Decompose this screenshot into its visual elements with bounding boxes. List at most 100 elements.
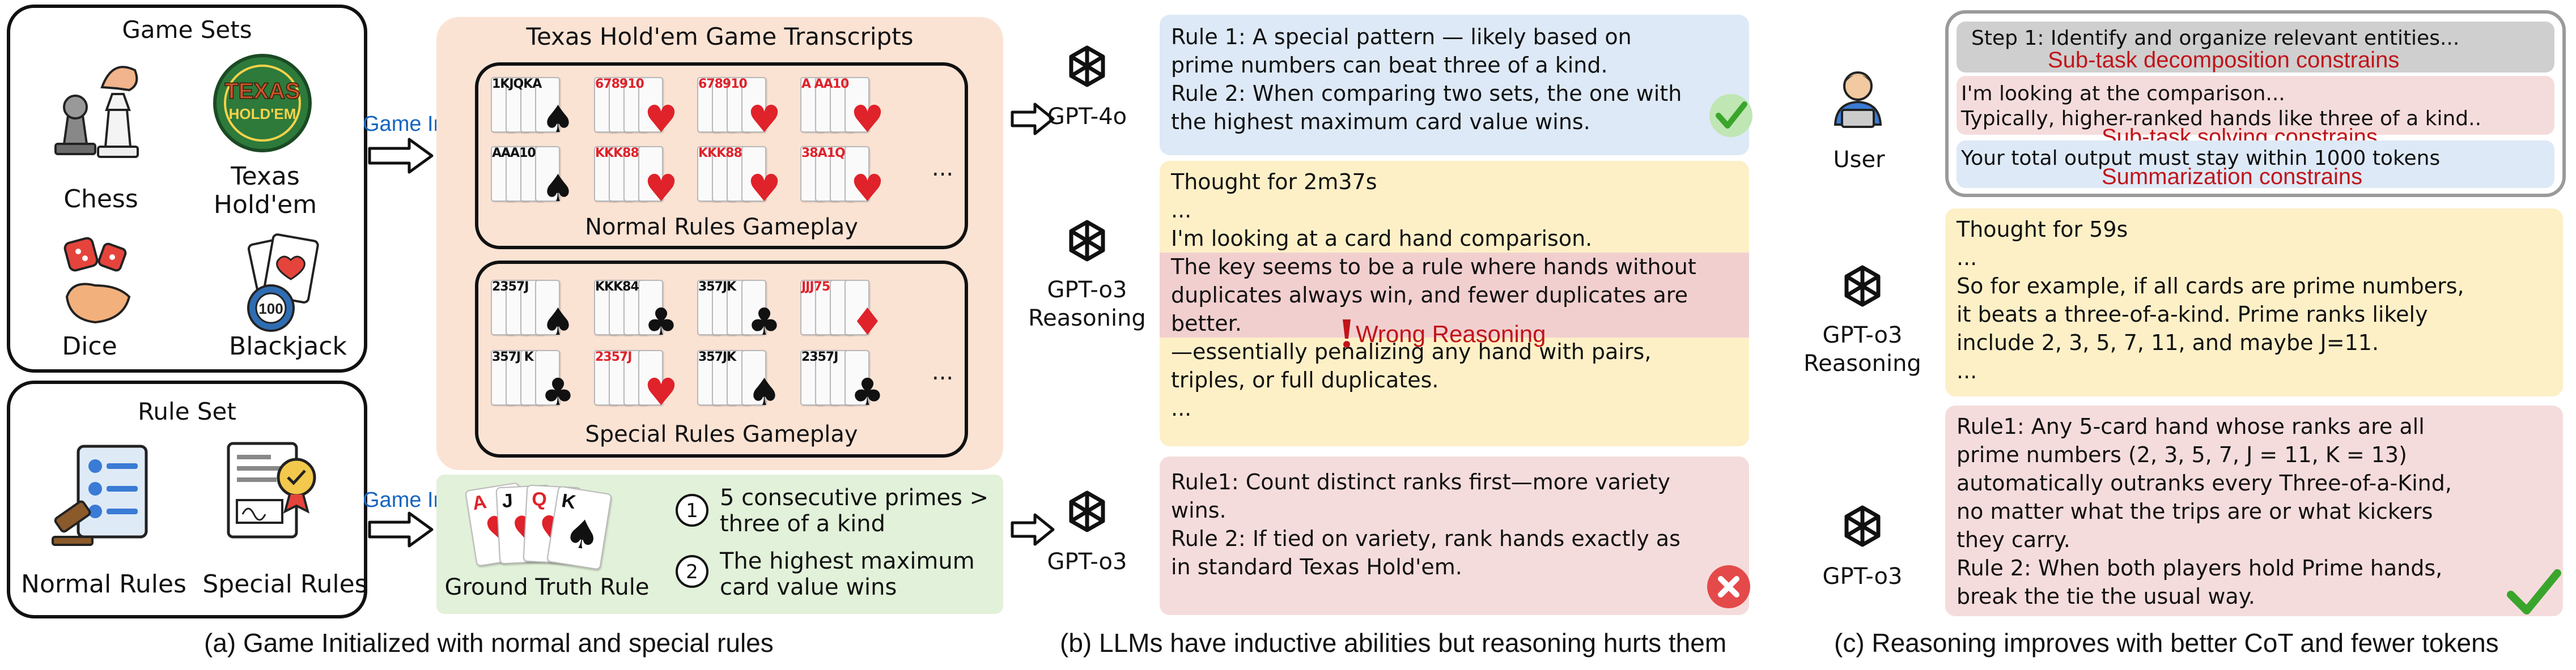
caption-c: (c) Reasoning improves with better CoT a… [1834, 628, 2499, 658]
card-hand-ranks: 357JK [698, 280, 736, 294]
gpt4o-line-2: prime numbers can beat three of a kind. [1171, 53, 1608, 78]
special-hands-row-2: 357J K♣2357J♥357JK♠2357J♣ [491, 350, 885, 414]
card-hand: 357JK♣ [697, 280, 782, 341]
game-init-arrow-bottom [368, 511, 434, 548]
suit-icon: ♠ [541, 300, 575, 344]
exclamation-icon [1343, 319, 1351, 348]
card-hand-ranks: JJJ75 [801, 280, 830, 294]
playing-card [741, 77, 766, 133]
chess-icon [54, 66, 139, 158]
card-hand: 2357J♥ [594, 350, 679, 414]
arrow-to-gpt4o [1011, 103, 1055, 135]
c-o3-answer-box: Rule1: Any 5-card hand whose ranks are a… [1945, 406, 2563, 616]
card-hand-ranks: 38A1Q [801, 146, 846, 160]
wrong-reasoning-label: Wrong Reasoning [1356, 321, 1546, 347]
suit-icon: ♠ [561, 509, 604, 561]
playing-card [638, 77, 663, 133]
playing-card [844, 146, 869, 202]
o3-reasoning-answer-box: Thought for 2m37s ... I'm looking at a c… [1160, 161, 1749, 446]
card-hand: 678910 ♥ [697, 77, 782, 141]
solving-block [1957, 76, 2554, 135]
ground-truth-rule-2: The highest maximum card value wins [720, 548, 975, 600]
token-limit-text: Your total output must stay within 1000 … [1961, 147, 2441, 170]
card-hand-ranks: AAA10 [492, 146, 536, 160]
think-line-1: I'm looking at the comparison... [1961, 82, 2285, 105]
logo-text-bottom: HOLD'EM [229, 105, 296, 122]
special-rules-caption: Special Rules Gameplay [585, 421, 858, 447]
o3-line-4: in standard Texas Hold'em. [1171, 554, 1462, 579]
logo-text-top: TEXAS [224, 79, 300, 104]
game-label-dice: Dice [62, 332, 117, 361]
o3r-line-3: I'm looking at a card hand comparison. [1171, 226, 1593, 251]
playing-card [535, 146, 560, 202]
c-o3-line-7: break the tie the usual way. [1957, 584, 2255, 609]
game-init-arrow-top [368, 138, 434, 174]
playing-card [844, 350, 869, 406]
correct-checkmark-icon [2507, 569, 2561, 614]
user-avatar-icon [1834, 71, 1882, 128]
playing-card [741, 146, 766, 202]
c-o3-line-2: prime numbers (2, 3, 5, 7, J = 11, K = 1… [1957, 442, 2407, 467]
o3r-line-1: Thought for 2m37s [1171, 169, 1377, 194]
suit-icon: ♠ [541, 97, 575, 141]
suit-icon: ♠ [541, 167, 575, 210]
suit-icon: ♥ [644, 370, 678, 414]
normal-rules-icon [52, 445, 148, 546]
openai-logo-icon [1844, 265, 1881, 307]
game-sets-title: Game Sets [122, 16, 252, 44]
c-o3r-line-5: include 2, 3, 5, 7, 11, and maybe J=11. [1957, 330, 2379, 355]
rule-number-2: 2 [686, 561, 698, 583]
transcripts-panel: Texas Hold'em Game Transcripts 1KJQKA ♠ 67… [436, 17, 1003, 470]
card-hand-ranks: 678910 [698, 77, 748, 91]
playing-card [535, 77, 560, 133]
card-hand-ranks: KKK84 [595, 280, 639, 294]
wrong-cross-icon [1707, 565, 1750, 608]
card-hand: 38A1Q♥ [800, 146, 885, 207]
ground-truth-rule-1-line-1: 5 consecutive primes > [720, 485, 989, 511]
card-hand-ranks: 2357J [492, 280, 529, 294]
c-model-label-gpt-o3: GPT-o3 [1822, 564, 1903, 590]
decomposition-block [1957, 22, 2554, 72]
normal-hands-row-1: 1KJQKA ♠ 678910 ♥678910 ♥ A AA10♥ [491, 77, 885, 141]
o3-answer-box: Rule1: Count distinct ranks first—more v… [1160, 456, 1749, 615]
suit-icon: ♦ [850, 300, 884, 344]
special-ellipsis: ... [932, 359, 954, 385]
card-hand-ranks: 1KJQKA [492, 77, 542, 91]
ground-truth-rule-2-line-1: The highest maximum [720, 548, 975, 574]
constraints-prompt-panel: Step 1: Identify and organize relevant e… [1945, 10, 2566, 197]
caption-b: (b) LLMs have inductive abilities but re… [1060, 628, 1727, 658]
card-hand-ranks: 357J K [492, 350, 534, 364]
model-label-gpt4o: GPT-4o [1047, 104, 1127, 130]
o3r-line-6: better. [1171, 311, 1242, 336]
game-sets-panel: Game Sets TEXAS HOLD'EM Chess Texas Hold… [7, 5, 367, 373]
card-hand-ranks: KKK88 [698, 146, 742, 160]
c-model-label-o3-reasoning-2: Reasoning [1803, 351, 1921, 377]
suit-icon: ♥ [747, 97, 781, 141]
suit-icon: ♥ [644, 167, 678, 210]
card-hand: 1KJQKA ♠ [491, 77, 576, 141]
card-hand: JJJ75 ♦ [800, 280, 885, 344]
correct-check-icon [1709, 94, 1752, 137]
o3-line-1: Rule1: Count distinct ranks first—more v… [1171, 470, 1670, 494]
rule-number-1: 1 [686, 500, 698, 522]
game-label-holdem: Hold'em [213, 190, 317, 219]
think-line-2: Typically, higher-ranked hands like thre… [1961, 107, 2482, 130]
card-hand: KKK88♥ [697, 146, 782, 207]
c-o3r-line-6: ... [1957, 359, 1977, 383]
card-hand: A AA10♥ [800, 77, 885, 138]
c-o3-line-4: no matter what the trips are or what kic… [1957, 499, 2433, 524]
gpt4o-line-1: Rule 1: A special pattern — likely based… [1171, 24, 1632, 49]
card-hand: 2357J♣ [800, 350, 885, 411]
special-hands-row-1: 2357J♠KKK84♣357JK♣JJJ75♦ [491, 280, 885, 344]
c-o3-reasoning-answer-box: Thought for 59s ... So for example, if a… [1945, 208, 2563, 396]
c-o3-line-1: Rule1: Any 5-card hand whose ranks are a… [1957, 414, 2425, 439]
playing-card [844, 280, 869, 335]
o3r-line-9: ... [1171, 396, 1192, 421]
c-o3-line-6: Rule 2: When both players hold Prime han… [1957, 556, 2443, 581]
o3r-line-5: duplicates always win, and fewer duplica… [1171, 283, 1688, 308]
o3r-line-2: ... [1171, 198, 1192, 223]
playing-card [844, 77, 869, 133]
gpt4o-answer-box: Rule 1: A special pattern — likely based… [1160, 15, 1749, 155]
transcripts-title: Texas Hold'em Game Transcripts [526, 23, 914, 50]
o3-line-2: wins. [1171, 498, 1227, 523]
